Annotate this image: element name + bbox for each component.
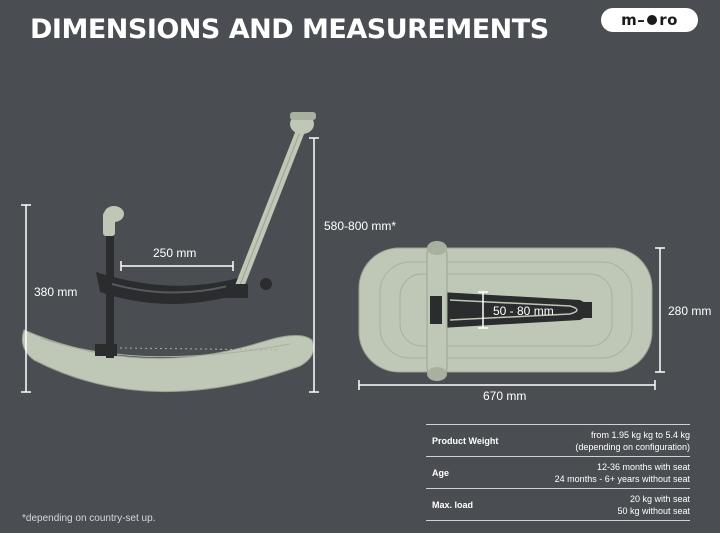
spec-value-line: 24 months - 6+ years without seat — [554, 473, 690, 484]
spec-key: Age — [432, 467, 450, 478]
seat-width-side-label: 250 mm — [153, 246, 197, 260]
spec-value-line: 50 kg without seat — [617, 505, 690, 516]
spec-value-line: from 1.95 kg kg to 5.4 kg — [590, 429, 690, 440]
spec-value-line: (depending on configuration) — [575, 441, 690, 452]
height-label: 380 mm — [34, 285, 78, 299]
top-view-scooter — [358, 241, 653, 381]
spec-value: 12-36 months with seat 24 months - 6+ ye… — [555, 461, 690, 485]
spec-value: 20 kg with seat 50 kg without seat — [617, 493, 690, 517]
seat-width-top-label: 50 - 80 mm — [493, 304, 554, 318]
spec-value: from 1.95 kg kg to 5.4 kg (depending on … — [575, 429, 690, 453]
spec-table: Product Weight from 1.95 kg kg to 5.4 kg… — [426, 424, 690, 521]
spec-key: Product Weight — [432, 435, 499, 446]
depth-label: 280 mm — [668, 304, 712, 318]
footnote: *depending on country-set up. — [22, 513, 156, 524]
spec-row-age: Age 12-36 months with seat 24 months - 6… — [426, 457, 690, 489]
dimension-lines-side — [21, 137, 319, 393]
length-label: 670 mm — [483, 389, 527, 403]
spec-value-line: 12-36 months with seat — [596, 461, 690, 472]
spec-row-max-load: Max. load 20 kg with seat 50 kg without … — [426, 489, 690, 521]
micro-logo: m–ro — [601, 8, 698, 32]
page-title: DIMENSIONS AND MEASUREMENTS — [30, 14, 549, 45]
handle-height-label: 580-800 mm* — [324, 219, 397, 233]
spec-row-weight: Product Weight from 1.95 kg kg to 5.4 kg… — [426, 425, 690, 457]
spec-key: Max. load — [432, 499, 474, 510]
spec-value-line: 20 kg with seat — [629, 493, 690, 504]
side-view-scooter — [21, 112, 316, 393]
dimension-lines-top — [358, 247, 665, 390]
